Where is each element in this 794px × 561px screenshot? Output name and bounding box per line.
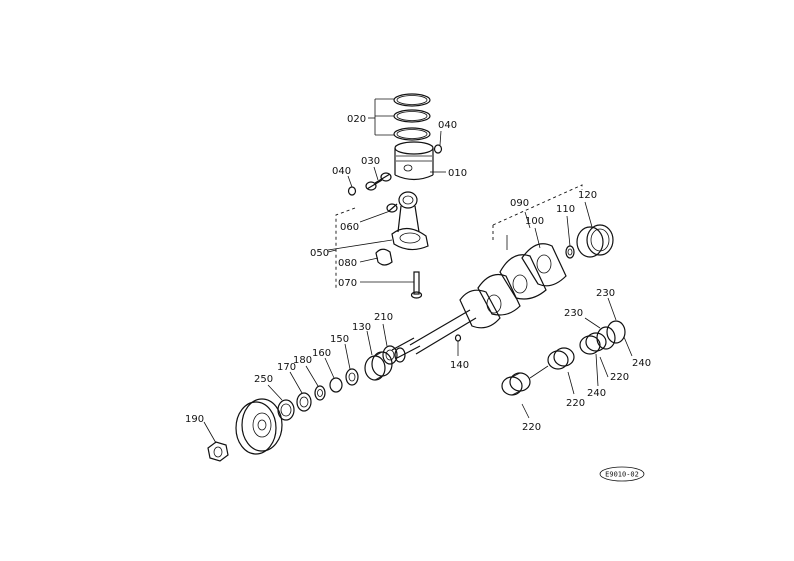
main-bearing-lower — [501, 372, 531, 396]
reference-code-stamp: E9010-02 — [599, 466, 645, 482]
connecting-rod — [391, 191, 429, 251]
rod-group-bracket — [327, 207, 356, 290]
small-end-bushing — [386, 203, 398, 213]
front-oil-seal — [314, 385, 326, 401]
rod-bolt — [410, 271, 423, 299]
crankshaft — [391, 243, 567, 363]
callout-100: 100 — [525, 216, 544, 227]
leader-lines — [203, 130, 633, 444]
fan-drive-pulley — [235, 398, 283, 455]
callout-130: 130 — [352, 322, 371, 333]
callout-240-lower: 240 — [587, 388, 606, 399]
piston-pin — [365, 172, 392, 191]
front-collar-2 — [277, 399, 295, 421]
circlip-left — [347, 186, 357, 196]
main-bearing-upper — [579, 332, 607, 355]
ring-bracket — [368, 98, 394, 136]
gear-spacer — [382, 345, 398, 365]
callout-040-lower: 040 — [332, 166, 351, 177]
main-bearing-middle — [547, 347, 575, 370]
callout-190: 190 — [185, 414, 204, 425]
callout-160: 160 — [312, 348, 331, 359]
piston-rings — [393, 93, 431, 141]
callout-210: 210 — [374, 312, 393, 323]
callout-220-lower: 220 — [522, 422, 541, 433]
callout-120: 120 — [578, 190, 597, 201]
rod-bearing — [375, 248, 393, 266]
callout-240-upper: 240 — [632, 358, 651, 369]
callout-250: 250 — [254, 374, 273, 385]
callout-140: 140 — [450, 360, 469, 371]
callout-070: 070 — [338, 278, 357, 289]
thrust-washer-pair — [596, 320, 626, 350]
rear-oil-seal — [576, 224, 614, 258]
main-bearing-axis — [529, 365, 549, 379]
callout-030: 030 — [361, 156, 380, 167]
front-collar — [345, 368, 359, 386]
callout-020: 020 — [347, 114, 366, 125]
oil-pump-pin — [454, 334, 462, 342]
callout-170: 170 — [277, 362, 296, 373]
callout-230-left: 230 — [564, 308, 583, 319]
callout-150: 150 — [330, 334, 349, 345]
crankshaft-gear — [364, 351, 393, 381]
o-ring — [329, 377, 343, 393]
callout-110: 110 — [556, 204, 575, 215]
circlip-right — [433, 144, 443, 154]
callout-090: 090 — [510, 198, 529, 209]
crankshaft-sleeve — [296, 392, 312, 412]
piston — [394, 141, 434, 181]
callout-180: 180 — [293, 355, 312, 366]
callout-220-middle: 220 — [566, 398, 585, 409]
callout-080: 080 — [338, 258, 357, 269]
pulley-nut — [207, 441, 229, 462]
callout-230-right: 230 — [596, 288, 615, 299]
callout-010: 010 — [448, 168, 467, 179]
callout-060: 060 — [340, 222, 359, 233]
callout-220-upper: 220 — [610, 372, 629, 383]
callout-040-upper: 040 — [438, 120, 457, 131]
reference-code: E9010-02 — [605, 471, 639, 479]
crankshaft-group-bracket — [492, 184, 583, 250]
pilot-bearing — [565, 245, 575, 259]
callout-050: 050 — [310, 248, 329, 259]
